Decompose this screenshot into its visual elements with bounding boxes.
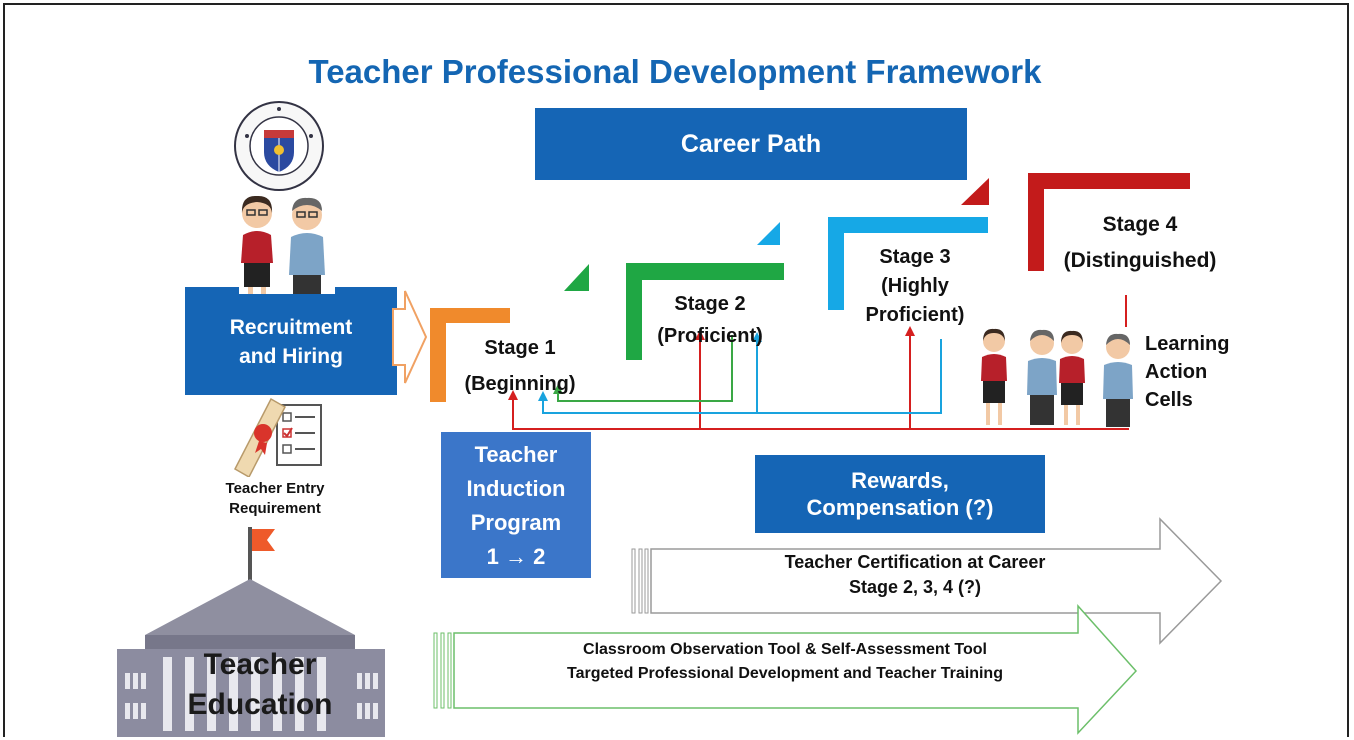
- lac-line2: Action: [1145, 361, 1208, 383]
- rewards-box: Rewards, Compensation (?): [755, 455, 1045, 533]
- page-title: Teacher Professional Development Framewo…: [308, 53, 1042, 90]
- lac-label: Learning Action Cells: [1145, 330, 1249, 414]
- green-feedback-arrow: [557, 335, 733, 402]
- rewards-line1: Rewards,: [851, 468, 949, 493]
- stage4-label: Stage 4 (Distinguished): [1050, 207, 1230, 279]
- stage4-subtitle: (Distinguished): [1063, 249, 1217, 272]
- stage1-triangle: [564, 264, 589, 291]
- teacher-education-line2: Education: [187, 688, 333, 721]
- stage2-triangle: [757, 222, 780, 245]
- stage3-subtitle-line1: (Highly: [881, 275, 949, 297]
- recruitment-line2: and Hiring: [239, 345, 343, 368]
- recruitment-to-stage1-arrow: [392, 290, 428, 384]
- recruitment-line1: Recruitment: [229, 316, 353, 339]
- stage2-bracket: [626, 263, 784, 360]
- induction-program-box: Teacher Induction Program 1 → 2: [441, 432, 591, 578]
- diploma-checklist-icon: [234, 397, 322, 477]
- lac-people-illustration: [981, 328, 1133, 427]
- career-path-banner: Career Path: [535, 108, 967, 180]
- stage2-subtitle: (Proficient): [657, 325, 763, 347]
- entry-requirement-line2: Requirement: [229, 500, 321, 517]
- teacher-education-line1: Teacher: [203, 648, 317, 681]
- certification-line2: Stage 2, 3, 4 (?): [848, 577, 982, 597]
- entry-requirement-line1: Teacher Entry: [225, 480, 325, 497]
- stage4-title: Stage 4: [1102, 213, 1178, 236]
- induction-line3: Program: [470, 510, 562, 535]
- observation-line1: Classroom Observation Tool & Self-Assess…: [583, 641, 987, 658]
- stage2-label: Stage 2 (Proficient): [640, 288, 780, 352]
- observation-line2: Targeted Professional Development and Te…: [567, 665, 1003, 682]
- rewards-line2: Compensation (?): [806, 495, 994, 520]
- cyan-feedback-arrows: [542, 339, 942, 414]
- certification-line1: Teacher Certification at Career: [784, 552, 1046, 572]
- lac-line1: Learning: [1145, 333, 1230, 355]
- stage1-title: Stage 1: [484, 337, 556, 359]
- stage2-title: Stage 2: [674, 293, 746, 315]
- entry-requirement-label: Teacher Entry Requirement: [195, 479, 355, 519]
- lac-line3: Cells: [1145, 389, 1193, 411]
- stage3-bracket: [828, 217, 988, 310]
- stage1-label: Stage 1 (Beginning): [445, 330, 595, 402]
- recruitment-label: Recruitment and Hiring: [185, 313, 397, 371]
- career-path-label: Career Path: [680, 129, 822, 158]
- stage3-title: Stage 3: [879, 246, 951, 268]
- recruitment-box-shape: [185, 287, 397, 395]
- induction-line2: Induction: [466, 476, 566, 501]
- certification-label: Teacher Certification at Career Stage 2,…: [695, 550, 1135, 600]
- school-building-icon: [117, 527, 385, 737]
- stage1-subtitle: (Beginning): [464, 373, 576, 395]
- observation-arrow: [433, 604, 1138, 735]
- diagram-frame: Teacher Professional Development Framewo…: [3, 3, 1349, 737]
- stage3-label: Stage 3 (Highly Proficient): [850, 243, 980, 330]
- stage4-bracket: [1028, 173, 1190, 271]
- observation-label: Classroom Observation Tool & Self-Assess…: [475, 638, 1095, 686]
- teacher-education-label: Teacher Education: [165, 645, 355, 725]
- stage1-bracket: [430, 308, 510, 402]
- deped-seal-icon: [234, 101, 324, 191]
- stage3-subtitle-line2: Proficient): [865, 304, 965, 326]
- career-stages-graphic: [430, 173, 1190, 430]
- induction-line1: Teacher: [474, 442, 558, 467]
- induction-line4: 1 → 2: [486, 544, 546, 569]
- stage3-triangle: [961, 178, 989, 205]
